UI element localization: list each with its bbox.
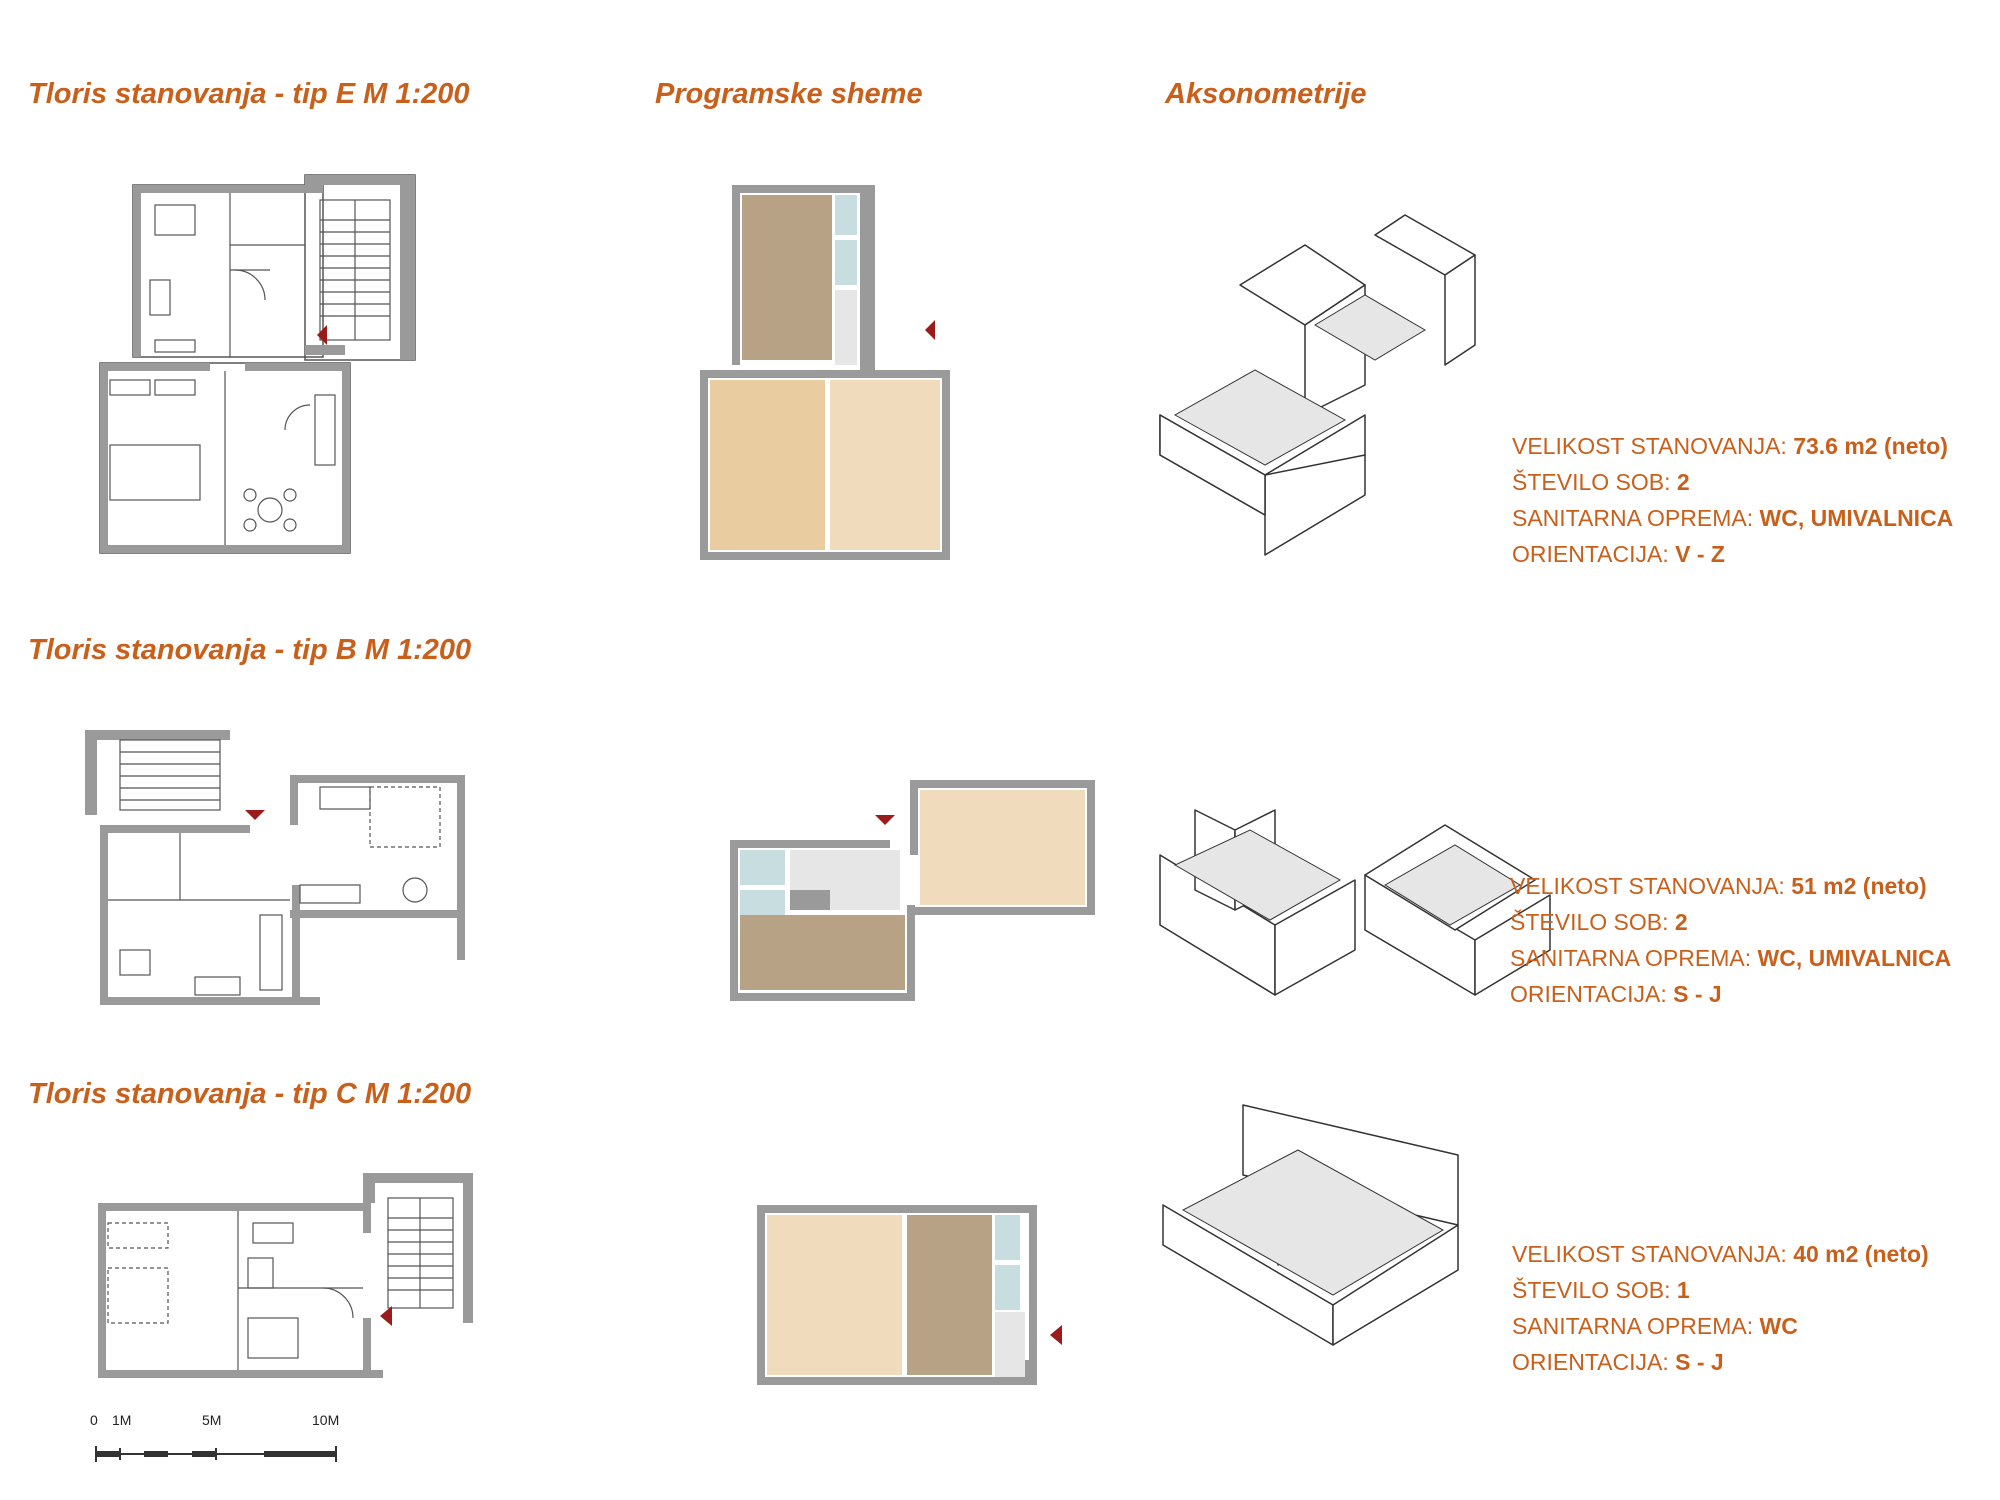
room-kitchen [742,195,832,360]
rooms-value: 2 [1674,909,1688,935]
room-living [920,790,1085,905]
size-value: 73.6 m2 (neto) [1793,433,1948,459]
entrance-marker [380,1306,392,1326]
orientation-value: S - J [1675,1349,1724,1375]
sanitary-value: WC [1759,1313,1798,1339]
entrance-marker [317,325,327,345]
rooms-label: ŠTEVILO SOB: [1512,469,1677,495]
orientation-value: V - Z [1675,541,1725,567]
scale-ruler [95,1446,337,1462]
room-bedroom [710,380,825,550]
sanitary-label: SANITARNA OPREMA: [1512,505,1760,531]
axonometry-tip-e [1159,214,1476,556]
scale-label-0: 0 [90,1412,98,1428]
scale-label-5m: 5M [202,1412,222,1428]
size-value: 40 m2 (neto) [1793,1241,1929,1267]
sanitary-value: WC, UMIVALNICA [1759,505,1954,531]
floor-plan-tip-b [85,730,465,1005]
rooms-value: 2 [1676,469,1690,495]
rooms-value: 1 [1676,1277,1690,1303]
room-kitchen [740,915,905,990]
entrance-marker [245,810,265,820]
rooms-label: ŠTEVILO SOB: [1512,1277,1677,1303]
orientation-label: ORIENTACIJA: [1512,1349,1676,1375]
size-label: VELIKOST STANOVANJA: [1512,1241,1794,1267]
floor-plan-tip-c [98,1173,473,1378]
rooms-label: ŠTEVILO SOB: [1510,909,1675,935]
size-label: VELIKOST STANOVANJA: [1510,873,1792,899]
heading-aksonometrije: Aksonometrije [1165,78,1367,110]
entrance-marker [925,320,935,340]
heading-programske-sheme: Programske sheme [655,78,923,110]
sanitary-label: SANITARNA OPREMA: [1512,1313,1760,1339]
floor-plan-tip-e [99,174,416,554]
room-kitchen [907,1215,992,1375]
axonometry-tip-c [1162,1104,1459,1346]
room-living [767,1215,902,1375]
program-scheme-tip-b [730,780,1095,1001]
info-tip-c: VELIKOST STANOVANJA: 40 m2 (neto) ŠTEVIL… [1512,1236,1929,1380]
size-label: VELIKOST STANOVANJA: [1512,433,1794,459]
orientation-label: ORIENTACIJA: [1512,541,1676,567]
entrance-marker [875,815,895,825]
size-value: 51 m2 (neto) [1791,873,1927,899]
scale-label-10m: 10M [312,1412,340,1428]
sanitary-label: SANITARNA OPREMA: [1510,945,1758,971]
orientation-value: S - J [1673,981,1722,1007]
heading-tip-e: Tloris stanovanja - tip E M 1:200 [28,78,470,110]
axonometry-tip-b [1159,809,1551,996]
sanitary-value: WC, UMIVALNICA [1757,945,1952,971]
orientation-label: ORIENTACIJA: [1510,981,1674,1007]
program-scheme-tip-c [757,1205,1062,1385]
heading-tip-b: Tloris stanovanja - tip B M 1:200 [28,634,472,666]
scale-label-1m: 1M [112,1412,132,1428]
room-living [830,380,940,550]
heading-tip-c: Tloris stanovanja - tip C M 1:200 [28,1078,472,1110]
info-tip-b: VELIKOST STANOVANJA: 51 m2 (neto) ŠTEVIL… [1510,868,1951,1012]
program-scheme-tip-e [700,185,950,560]
entrance-marker [1050,1325,1062,1345]
info-tip-e: VELIKOST STANOVANJA: 73.6 m2 (neto) ŠTEV… [1512,428,1953,572]
scale-bar: 0 1M 5M 10M [90,1412,350,1472]
